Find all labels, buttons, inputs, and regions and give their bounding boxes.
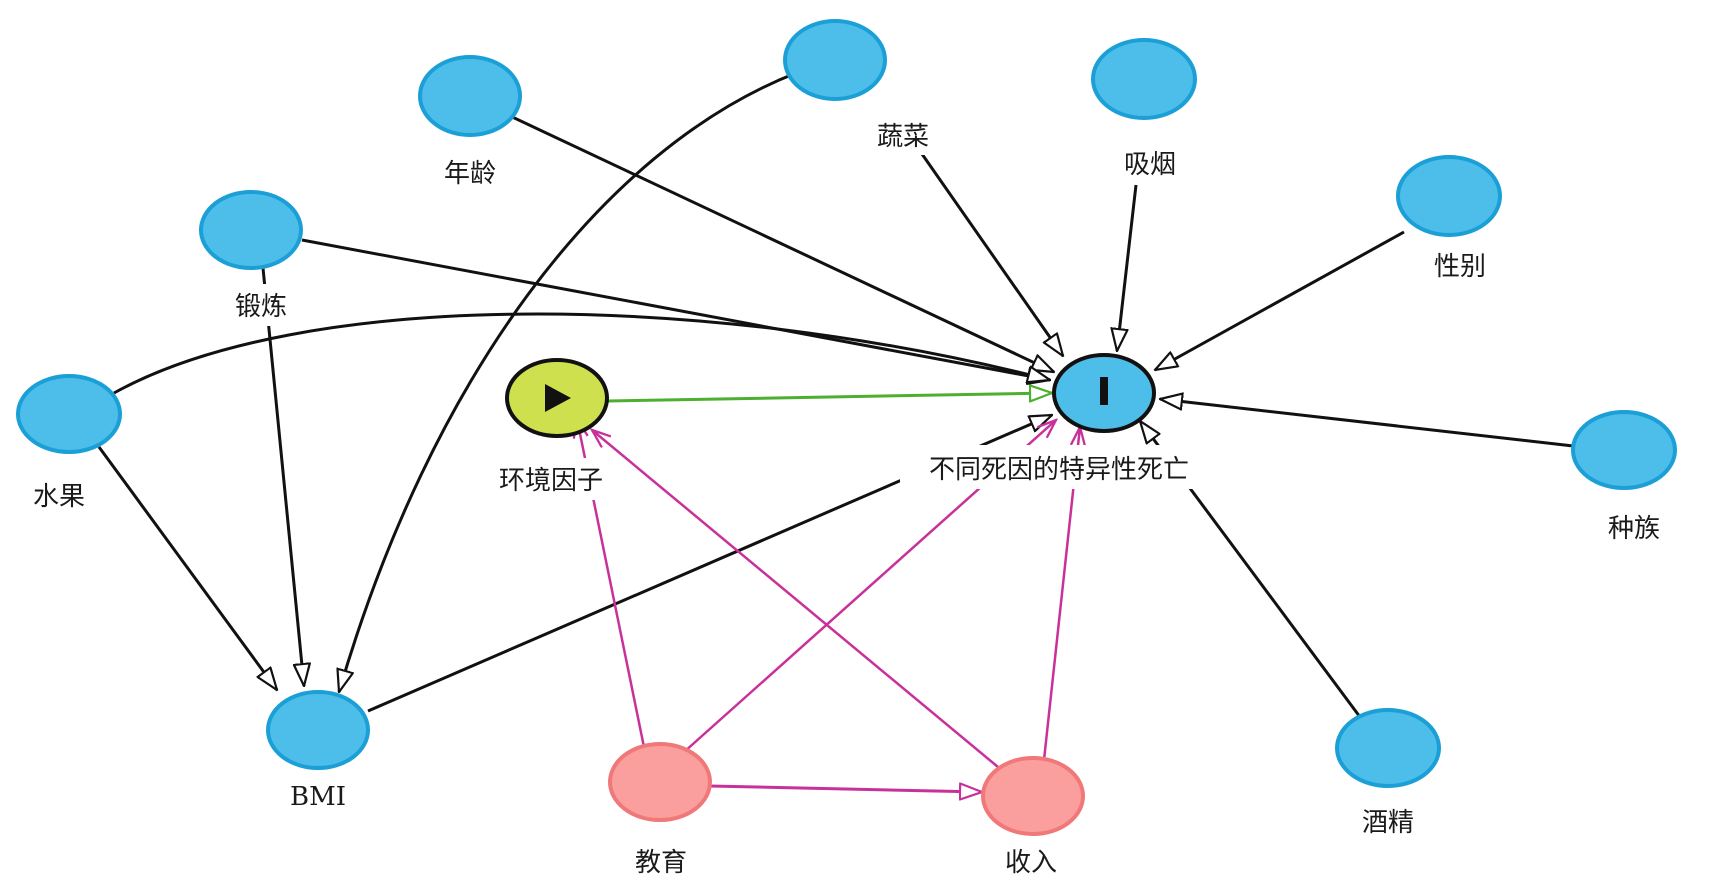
- node-label: 年龄: [444, 159, 496, 189]
- node-label: 酒精: [1362, 808, 1414, 838]
- node-label: BMI: [290, 782, 346, 812]
- node-race[interactable]: 种族: [1571, 410, 1677, 544]
- edge-smoke-to-death: [1117, 184, 1138, 351]
- node-label: 吸烟: [1124, 150, 1176, 180]
- node-fruit[interactable]: 水果: [16, 374, 122, 512]
- nodes: 年龄 蔬菜 吸烟 性别 锻炼 水果 种族 BMI: [16, 19, 1677, 878]
- play-icon: [545, 384, 571, 412]
- node-label: 不同死因的特异性死亡: [929, 455, 1189, 485]
- edge-veg-to-bmi: [339, 71, 797, 692]
- edge-fruit-to-death: [113, 312, 1050, 395]
- node-alcohol[interactable]: 酒精: [1335, 708, 1441, 838]
- edges: [97, 71, 1583, 792]
- edge-env-to-death: [607, 393, 1052, 403]
- node-education[interactable]: 教育: [608, 742, 712, 878]
- edge-income-to-env: [592, 430, 999, 768]
- node-income[interactable]: 收入: [981, 756, 1085, 878]
- node-bmi[interactable]: BMI: [266, 690, 370, 812]
- edge-exercise-to-death: [301, 238, 1050, 380]
- outcome-bar-icon: [1100, 377, 1108, 405]
- label-backgrounds: [20, 115, 1676, 882]
- node-exposure-environment[interactable]: 环境因子: [499, 358, 609, 496]
- node-label: 性别: [1434, 252, 1486, 282]
- node-age[interactable]: 年龄: [418, 55, 522, 189]
- edge-exercise-to-bmi: [261, 267, 304, 686]
- node-vegetables[interactable]: 蔬菜: [783, 19, 929, 152]
- node-smoking[interactable]: 吸烟: [1091, 38, 1197, 180]
- node-label: 种族: [1608, 514, 1660, 544]
- node-label: 锻炼: [235, 292, 287, 322]
- edge-edu-to-income: [709, 786, 982, 792]
- node-label: 环境因子: [499, 466, 603, 496]
- node-exercise[interactable]: 锻炼: [199, 190, 303, 322]
- edge-fruit-to-bmi: [97, 446, 277, 690]
- edge-age-to-death: [507, 113, 1054, 372]
- node-label: 收入: [1005, 848, 1057, 878]
- node-sex[interactable]: 性别: [1396, 155, 1502, 282]
- edge-sex-to-death: [1155, 230, 1405, 370]
- edge-race-to-death: [1160, 399, 1583, 449]
- node-label: 教育: [635, 848, 687, 878]
- node-label: 水果: [33, 482, 85, 512]
- node-outcome-death[interactable]: 不同死因的特异性死亡: [929, 353, 1189, 485]
- node-label: 蔬菜: [877, 122, 929, 152]
- edge-veg-to-death: [920, 153, 1063, 356]
